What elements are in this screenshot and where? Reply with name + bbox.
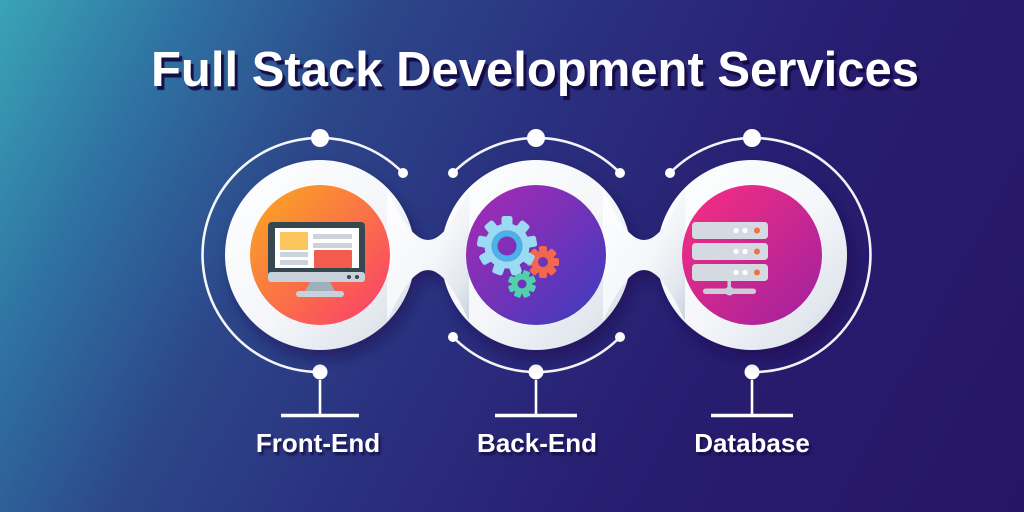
neck-left: [387, 189, 469, 321]
gear-blue: [476, 216, 538, 276]
database-arc: [669, 136, 872, 374]
pointer-dot: [312, 364, 328, 380]
arc-dot: [615, 168, 625, 178]
monitor-icon: [268, 222, 365, 297]
service-label-frontend: Front-End: [255, 428, 381, 458]
orbit-dots: [311, 129, 761, 380]
arc-dot: [527, 129, 545, 147]
page-title: Full Stack Development Services: [151, 43, 919, 97]
service-label-database: Database: [694, 428, 810, 458]
arc-dot: [615, 332, 625, 342]
arc-dot: [665, 168, 675, 178]
server-icon: [692, 222, 768, 296]
neck-right: [603, 189, 685, 321]
arc-dot: [448, 332, 458, 342]
frontend-arc: [201, 136, 404, 374]
pointer-dot: [744, 364, 760, 380]
arc-dot: [311, 129, 329, 147]
gears-icon: [476, 216, 559, 298]
arc-dot: [398, 168, 408, 178]
pointer-lines: [281, 380, 793, 418]
arc-dot: [743, 129, 761, 147]
pointer-dot: [528, 364, 544, 380]
service-label-backend: Back-End: [477, 428, 597, 458]
arc-dot: [448, 168, 458, 178]
